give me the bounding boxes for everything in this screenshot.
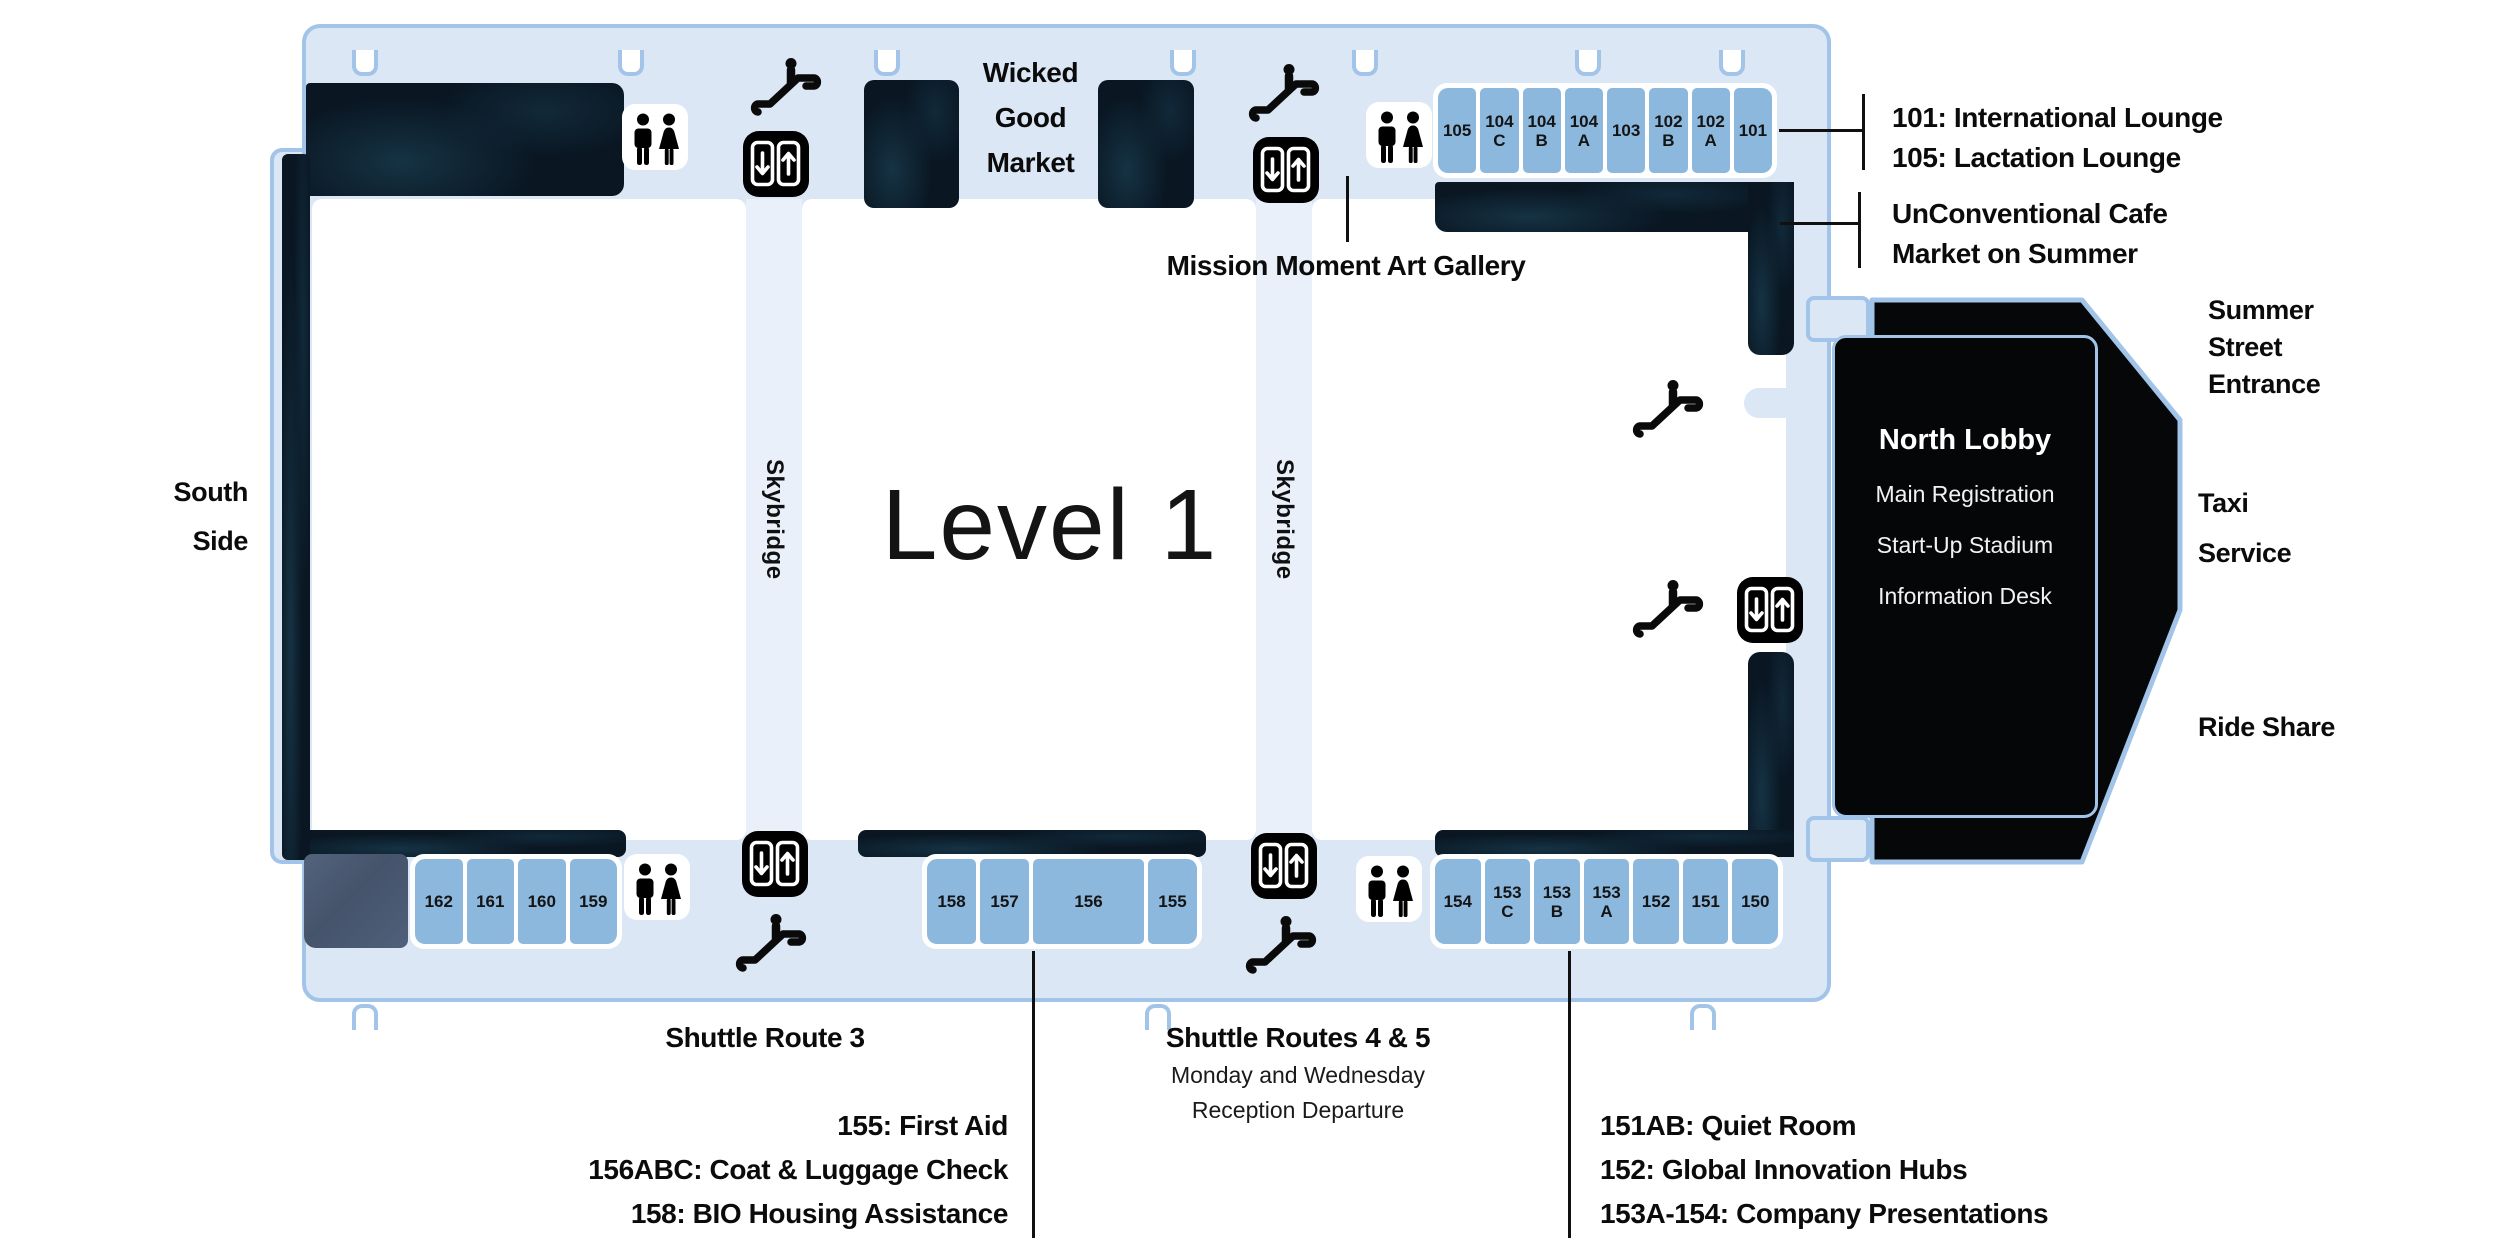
dark-mass-market-west <box>864 80 959 208</box>
skybridge-west-label: Skybridge <box>761 459 788 580</box>
elevator-icon <box>741 830 809 898</box>
room-151: 151 <box>1682 859 1729 944</box>
north-lobby-box: North Lobby Main Registration Start-Up S… <box>1832 335 2098 818</box>
room-group-160s: 162 161 160 159 <box>410 854 622 949</box>
north-lobby-title: North Lobby <box>1878 424 2052 456</box>
wall-notch <box>874 50 900 76</box>
wall-notch <box>352 50 378 76</box>
room-162: 162 <box>415 859 463 944</box>
room-159: 159 <box>569 859 617 944</box>
dark-mass-bottom-left-band <box>306 830 626 857</box>
dark-mass-bottom-middle-band <box>858 830 1206 857</box>
wall-notch <box>1690 1004 1716 1030</box>
elevator-icon <box>742 130 810 198</box>
ride-share-label: Ride Share <box>2198 712 2336 742</box>
wall-notch <box>352 1004 378 1030</box>
room-103: 103 <box>1607 88 1646 173</box>
room-101: 101 <box>1733 88 1772 173</box>
north-lobby-item: Information Desk <box>1878 583 2052 609</box>
dark-mass-left-wall <box>282 154 310 860</box>
shuttle-route-3-label: Shuttle Route 3 <box>665 1022 865 1053</box>
room-161: 161 <box>466 859 514 944</box>
room-group-150s-west: 158 157 156 155 <box>922 854 1202 949</box>
dark-mass-market-east <box>1098 80 1194 208</box>
annotation-cafe-market: UnConventional Cafe Market on Summer <box>1892 198 2168 269</box>
room-154: 154 <box>1435 859 1481 944</box>
escalator-icon <box>748 56 832 120</box>
leader-line-cafe-tick <box>1858 192 1861 268</box>
art-gallery-label: Mission Moment Art Gallery <box>1166 250 1526 281</box>
dark-mass-bottom-right-band <box>1435 830 1794 857</box>
room-service-list-left: 155: First Aid 156ABC: Coat & Luggage Ch… <box>588 1110 1008 1229</box>
escalator-icon <box>1630 578 1714 642</box>
leader-line-156 <box>1032 951 1035 1238</box>
level-title: Level 1 <box>881 469 1219 581</box>
room-150: 150 <box>1732 859 1779 944</box>
leader-line-101-tick <box>1862 94 1865 170</box>
room-105: 105 <box>1438 88 1477 173</box>
wall-notch <box>1575 50 1601 76</box>
north-lobby-item: Main Registration <box>1875 481 2055 507</box>
room-156: 156 <box>1033 859 1144 944</box>
annotation-101-105: 101: International Lounge 105: Lactation… <box>1892 102 2223 173</box>
leader-line-101 <box>1779 129 1864 132</box>
wall-notch <box>618 50 644 76</box>
corridor-bump <box>1744 388 1788 418</box>
room-158: 158 <box>927 859 977 944</box>
skybridge-east-label: Skybridge <box>1271 459 1298 580</box>
leader-line-gallery <box>1346 176 1349 242</box>
room-152: 152 <box>1633 859 1679 944</box>
skybridge-west: Skybridge <box>746 199 802 840</box>
restroom-icon <box>1356 856 1422 922</box>
lobby-connector-bottom <box>1806 816 1870 862</box>
summer-street-entrance-label: Summer Street Entrance <box>2208 295 2321 399</box>
dark-mass-right-wall-lower <box>1748 652 1794 856</box>
elevator-icon <box>1252 136 1320 204</box>
leader-line-153b <box>1568 951 1571 1238</box>
room-service-list-right: 151AB: Quiet Room 152: Global Innovation… <box>1600 1110 2049 1229</box>
leader-line-cafe <box>1780 222 1860 225</box>
dark-mass-right-wall-upper <box>1748 182 1794 355</box>
room-157: 157 <box>980 859 1030 944</box>
restroom-icon <box>622 104 688 170</box>
escalator-icon <box>733 912 817 976</box>
restroom-icon <box>1366 102 1432 168</box>
taxi-service-label: Taxi Service <box>2198 488 2292 568</box>
escalator-icon <box>1246 62 1330 126</box>
room-160: 160 <box>518 859 566 944</box>
escalator-icon <box>1243 914 1327 978</box>
dark-mass-top-left <box>306 83 624 196</box>
room-155: 155 <box>1147 859 1197 944</box>
south-side-label: South Side <box>173 477 249 556</box>
shuttle-routes-45-label: Shuttle Routes 4 & 5 Monday and Wednesda… <box>1165 1022 1431 1123</box>
wicked-good-market-label: Wicked Good Market <box>982 57 1079 178</box>
wall-notch <box>1352 50 1378 76</box>
dark-mass-top-right-band <box>1435 182 1751 232</box>
hall-north <box>1312 199 1786 840</box>
wall-notch <box>1170 50 1196 76</box>
dark-mass-bottom-left-block <box>304 854 408 948</box>
escalator-icon <box>1630 378 1714 442</box>
elevator-icon <box>1250 832 1318 900</box>
wall-notch <box>1145 1004 1171 1030</box>
restroom-icon <box>624 854 690 920</box>
hall-center <box>802 199 1256 840</box>
wall-notch <box>1719 50 1745 76</box>
skybridge-east: Skybridge <box>1256 199 1312 840</box>
elevator-icon <box>1736 576 1804 644</box>
north-lobby-item: Start-Up Stadium <box>1876 532 2054 558</box>
hall-south <box>312 199 746 840</box>
